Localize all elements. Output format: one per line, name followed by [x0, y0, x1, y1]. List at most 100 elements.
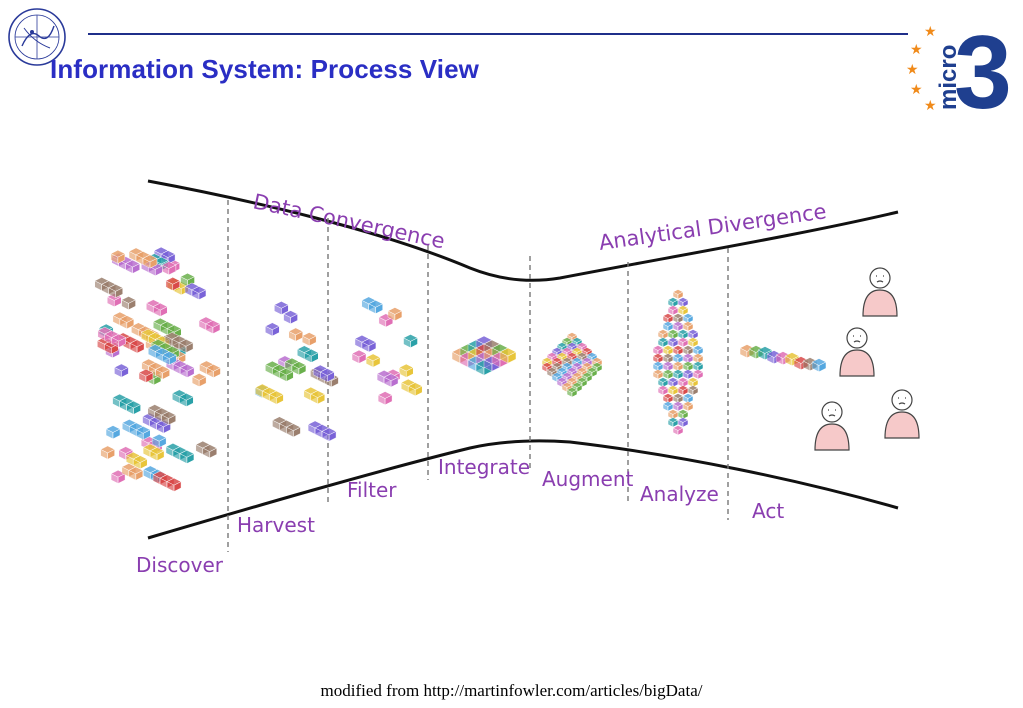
block [677, 377, 689, 388]
source-credit: modified from http://martinfowler.com/ar… [320, 681, 703, 700]
block [692, 369, 704, 380]
block [283, 310, 299, 325]
block [682, 369, 694, 380]
integrated-block-illustration [451, 335, 517, 376]
slide-title: Information System: Process View [50, 54, 479, 84]
block [677, 305, 689, 316]
block [368, 300, 384, 315]
block [149, 447, 165, 462]
block [682, 345, 694, 356]
block [291, 361, 307, 376]
harvested-blocks-illustration [254, 301, 339, 442]
stage-label-filter: Filter [347, 478, 397, 502]
block [667, 305, 679, 316]
block [692, 353, 704, 364]
block [202, 444, 218, 459]
block [178, 339, 194, 354]
block [142, 254, 158, 269]
person-icon [862, 267, 898, 317]
person-icon [884, 389, 920, 439]
block [110, 249, 126, 264]
block [682, 393, 694, 404]
block [687, 385, 699, 396]
block [205, 320, 221, 335]
block [128, 466, 144, 481]
block [151, 433, 167, 448]
block [285, 423, 302, 438]
block [662, 393, 674, 404]
svg-text:★: ★ [924, 24, 937, 40]
block [113, 363, 129, 378]
block [672, 369, 684, 380]
block [682, 401, 694, 412]
block [268, 390, 284, 405]
stage-label-integrate: Integrate [438, 455, 530, 479]
block [667, 417, 679, 428]
block [652, 361, 664, 372]
block [264, 322, 280, 337]
block [662, 321, 674, 332]
block [166, 477, 182, 492]
block [111, 333, 127, 348]
block [361, 338, 377, 353]
block [687, 337, 699, 348]
block [310, 390, 326, 405]
block [667, 337, 679, 348]
block [407, 382, 423, 397]
block [692, 361, 704, 372]
block [672, 321, 684, 332]
header-rule [88, 33, 908, 35]
block [677, 385, 689, 396]
micro3-logo: ★ ★ ★ ★ ★ micro 3 [906, 15, 1012, 114]
block [319, 368, 335, 383]
phase-label-convergence: Data Convergence [251, 189, 447, 253]
block [383, 373, 399, 388]
block [105, 425, 121, 440]
block [499, 347, 517, 364]
stage-separators [227, 200, 729, 552]
block [652, 369, 664, 380]
people-illustration [814, 267, 920, 451]
svg-text:★: ★ [906, 62, 919, 78]
stage-label-augment: Augment [542, 467, 634, 491]
block [191, 286, 207, 301]
block [179, 363, 195, 378]
augmented-diamond-illustration [541, 332, 603, 398]
block [121, 296, 137, 311]
block [125, 259, 141, 274]
block [303, 348, 319, 363]
block [662, 401, 674, 412]
block [672, 353, 684, 364]
block [387, 307, 403, 322]
block [672, 401, 684, 412]
stage-label-act: Act [752, 499, 784, 523]
block [657, 385, 669, 396]
block [667, 385, 679, 396]
person-icon [814, 401, 850, 451]
university-seal-logo [8, 8, 66, 66]
block [129, 339, 145, 354]
logo-micro-text: micro [935, 45, 962, 110]
block [662, 369, 674, 380]
block [301, 332, 317, 347]
block [161, 411, 177, 426]
stage-label-analyze: Analyze [640, 482, 719, 506]
block [811, 358, 827, 373]
filtered-blocks-illustration [351, 296, 423, 406]
action-blocks-illustration [739, 344, 827, 373]
block [155, 365, 171, 380]
phase-label-divergence: Analytical Divergence [597, 199, 828, 255]
block [273, 301, 289, 316]
block [365, 353, 381, 368]
block [682, 321, 694, 332]
block [667, 377, 679, 388]
block [179, 449, 195, 464]
block [351, 349, 367, 364]
block [692, 345, 704, 356]
funnel-bottom-curve [147, 439, 899, 540]
block [110, 469, 126, 484]
svg-text:★: ★ [924, 98, 937, 114]
block [398, 363, 414, 378]
block [566, 387, 578, 398]
